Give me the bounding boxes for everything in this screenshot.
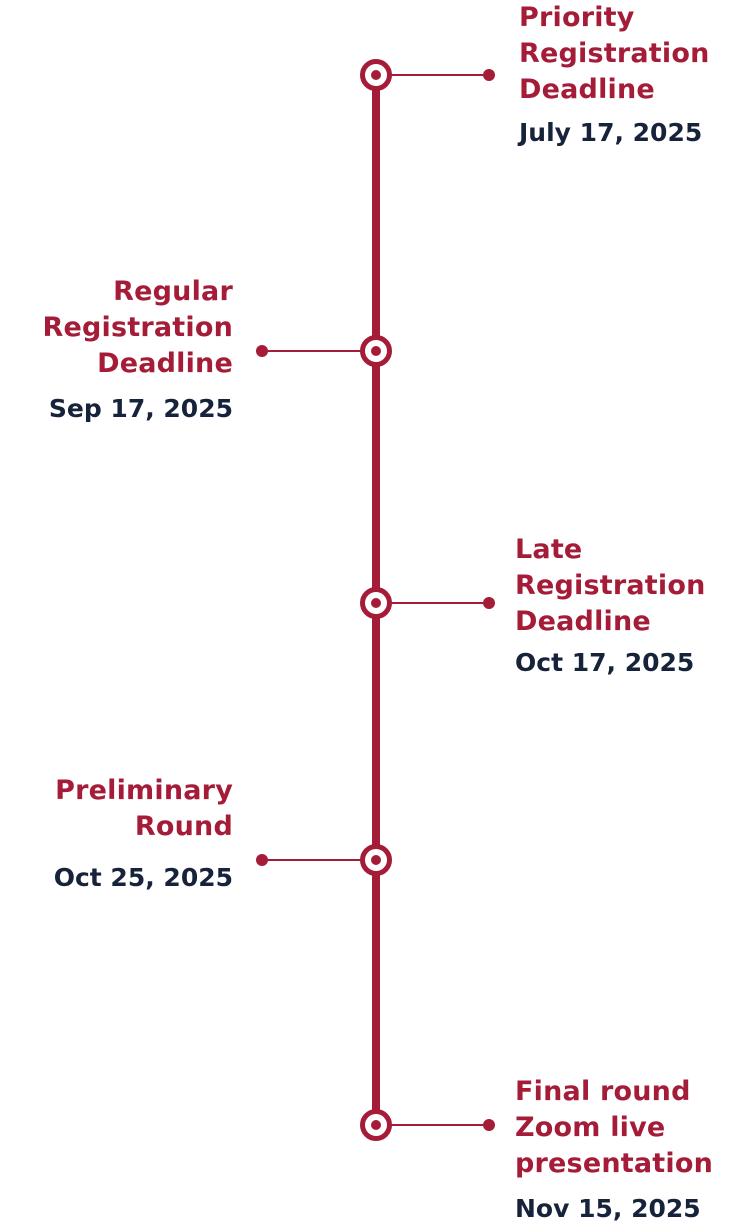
milestone-node-dot <box>371 1120 381 1130</box>
milestone-connector <box>376 1124 489 1126</box>
milestone-connector <box>262 350 376 352</box>
milestone-node-dot <box>371 598 381 608</box>
milestone-date: Sep 17, 2025 <box>48 394 233 423</box>
milestone-date: Oct 17, 2025 <box>515 648 695 677</box>
milestone-node-dot <box>371 346 381 356</box>
milestone-date: Oct 25, 2025 <box>53 863 233 892</box>
milestone-node <box>360 59 392 91</box>
milestone-date: July 17, 2025 <box>519 118 703 147</box>
milestone-node <box>360 1109 392 1141</box>
milestone-end-dot <box>256 345 268 357</box>
milestone-node <box>360 844 392 876</box>
milestone-node-dot <box>371 70 381 80</box>
milestone-end-dot <box>483 597 495 609</box>
milestone-node <box>360 335 392 367</box>
milestone-node <box>360 587 392 619</box>
milestone-end-dot <box>483 1119 495 1131</box>
milestone-date: Nov 15, 2025 <box>515 1194 701 1223</box>
milestone-end-dot <box>256 854 268 866</box>
milestone-connector <box>262 859 376 861</box>
milestone-node-dot <box>371 855 381 865</box>
milestone-end-dot <box>483 69 495 81</box>
milestone-connector <box>376 74 489 76</box>
milestone-connector <box>376 602 489 604</box>
